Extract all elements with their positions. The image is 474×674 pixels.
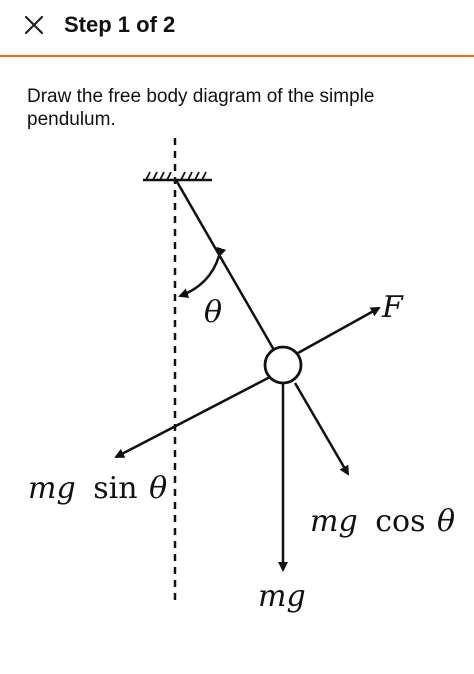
header-divider bbox=[0, 55, 474, 57]
tangential-mg: mg bbox=[28, 471, 76, 506]
question-text: Draw the free body diagram of the simple… bbox=[27, 86, 375, 130]
force-f-label: F bbox=[381, 290, 404, 325]
radial-mg: mg bbox=[310, 504, 358, 539]
tangential-force-arrow bbox=[114, 375, 271, 459]
pendulum-free-body-diagram: θ F mg sin θ mg cos θ mg bbox=[28, 138, 455, 614]
tangential-force-label: mg sin θ bbox=[28, 471, 167, 506]
step-title: Step 1 of 2 bbox=[64, 12, 176, 37]
ceiling-support bbox=[143, 171, 212, 182]
step-header: Step 1 of 2 bbox=[0, 0, 474, 54]
pendulum-bob bbox=[263, 345, 303, 385]
theta-label: θ bbox=[204, 295, 222, 330]
radial-force-label: mg cos θ bbox=[310, 504, 455, 539]
tangential-theta: θ bbox=[149, 471, 167, 506]
pendulum-string bbox=[174, 179, 276, 351]
radial-theta: θ bbox=[437, 504, 455, 539]
radial-cos: cos bbox=[375, 504, 425, 539]
radial-force-arrow bbox=[293, 382, 350, 476]
angle-arc bbox=[178, 246, 227, 298]
close-icon bbox=[24, 15, 44, 35]
tangential-sin: sin bbox=[93, 471, 137, 506]
weight-label: mg bbox=[258, 579, 306, 614]
force-f-arrow bbox=[297, 306, 381, 355]
close-button[interactable] bbox=[18, 9, 50, 41]
